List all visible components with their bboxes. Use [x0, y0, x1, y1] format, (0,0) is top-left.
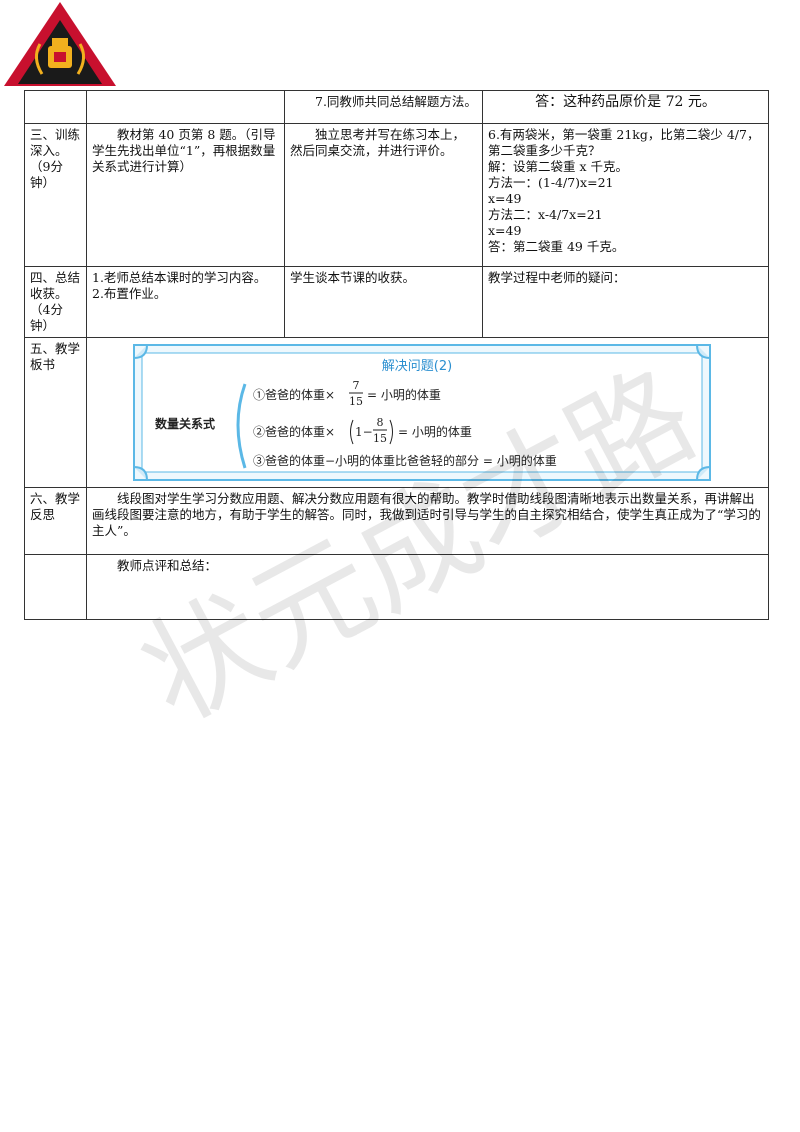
teacher-cell: 1.老师总结本课时的学习内容。 2.布置作业。: [86, 266, 285, 338]
fraction-numerator: 8: [377, 416, 384, 429]
fraction-numerator: 7: [353, 379, 360, 392]
solution-line: 方法二：x-4/7x=21: [488, 207, 603, 222]
table-row: 六、教学反思 线段图对学生学习分数应用题、解决分数应用题有很大的帮助。教学时借助…: [24, 487, 769, 555]
exercise-cell: 6.有两袋米，第一袋重 21kg，比第二袋少 4/7，第二袋重多少千克？ 解：设…: [482, 123, 769, 267]
teaching-reflection: 线段图对学生学习分数应用题、解决分数应用题有很大的帮助。教学时借助线段图清晰地表…: [86, 487, 769, 555]
stage-header: 六、教学反思: [24, 487, 87, 555]
stage-cell: [24, 554, 87, 620]
fraction-denominator: 15: [349, 395, 363, 408]
solution-line: x=49: [488, 191, 522, 206]
table-row: 教师点评和总结：: [24, 554, 769, 620]
solution-answer: 答：第二袋重 49 千克。: [488, 239, 625, 254]
table-row: 四、总结收获。（4分钟） 1.老师总结本课时的学习内容。 2.布置作业。 学生谈…: [24, 266, 769, 338]
teacher-activity: 教材第 40 页第 8 题。（引导学生先找出单位“1”，再根据数量关系式进行计算…: [86, 123, 285, 267]
formula-1-result: = 小明的体重: [367, 387, 441, 402]
stage-header: 三、训练深入。（9分钟）: [24, 123, 87, 267]
brace-icon: [236, 383, 247, 469]
formula-1: ①爸爸的体重×: [253, 387, 335, 402]
blackboard-cell: 解决问题(2) 数量关系式 ①爸爸的体重× 7 15 = 小明的体重 ②爸爸的体…: [86, 337, 769, 488]
teacher-activity: 1.老师总结本课时的学习内容。: [92, 270, 267, 285]
solution-line: x=49: [488, 223, 522, 238]
solution-line: 解：设第二袋重 x 千克。: [488, 159, 628, 174]
formula-2-result: = 小明的体重: [398, 424, 472, 439]
board-title: 解决问题(2): [382, 359, 452, 374]
table-row: 三、训练深入。（9分钟） 教材第 40 页第 8 题。（引导学生先找出单位“1”…: [24, 123, 769, 267]
student-cell: 7.同教师共同总结解题方法。: [284, 90, 483, 124]
blackboard-design: 解决问题(2) 数量关系式 ①爸爸的体重× 7 15 = 小明的体重 ②爸爸的体…: [133, 344, 711, 481]
table-row: 7.同教师共同总结解题方法。 答：这种药品原价是 72 元。: [24, 90, 769, 124]
answer-cell: 答：这种药品原价是 72 元。: [482, 90, 769, 124]
student-activity: 独立思考并写在练习本上，然后同桌交流，并进行评价。: [284, 123, 483, 267]
stage-cell: [24, 90, 87, 124]
formula-2: ②爸爸的体重×: [253, 424, 335, 439]
lesson-plan-table: 7.同教师共同总结解题方法。 答：这种药品原价是 72 元。 三、训练深入。（9…: [24, 90, 769, 620]
solution-line: 方法一：(1-4/7)x=21: [488, 175, 614, 190]
fraction-denominator: 15: [373, 432, 387, 445]
formula-3: ③爸爸的体重−小明的体重比爸爸轻的部分 = 小明的体重: [253, 453, 557, 468]
school-logo: [4, 2, 116, 86]
board-label: 数量关系式: [155, 416, 215, 431]
teacher-questions: 教学过程中老师的疑问：: [482, 266, 769, 338]
table-row: 五、教学板书 解决问题(2) 数量关系式 ①爸爸的体重× 7 15 = 小明的体…: [24, 337, 769, 488]
formula-2-one: 1−: [355, 425, 373, 439]
teacher-activity: 2.布置作业。: [92, 286, 167, 301]
teacher-cell: [86, 90, 285, 124]
exercise-question: 6.有两袋米，第一袋重 21kg，比第二袋少 4/7，第二袋重多少千克？: [488, 127, 760, 158]
stage-header: 五、教学板书: [24, 337, 87, 488]
student-activity: 7.同教师共同总结解题方法。: [315, 94, 477, 109]
student-activity: 学生谈本节课的收获。: [284, 266, 483, 338]
answer-text: 答：这种药品原价是 72 元。: [535, 94, 716, 110]
stage-header: 四、总结收获。（4分钟）: [24, 266, 87, 338]
teacher-comments: 教师点评和总结：: [86, 554, 769, 620]
